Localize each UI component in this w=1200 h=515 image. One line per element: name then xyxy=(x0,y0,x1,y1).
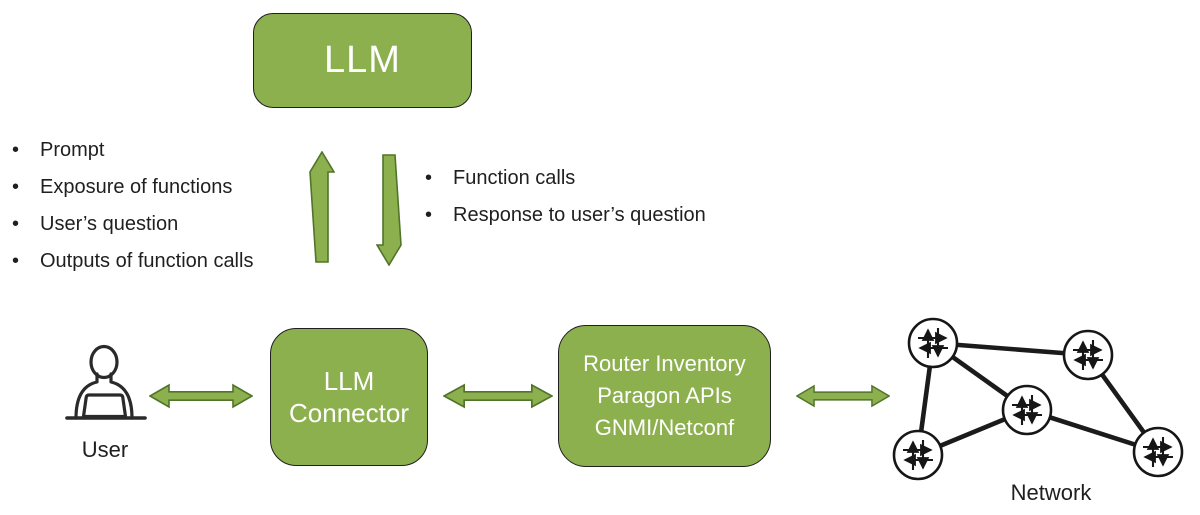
list-item: Response to user’s question xyxy=(423,204,706,227)
router-inventory-box: Router Inventory Paragon APIs GNMI/Netco… xyxy=(558,325,771,467)
router-inventory-label: Router Inventory Paragon APIs GNMI/Netco… xyxy=(583,351,746,440)
arrow-apis-network-icon xyxy=(796,384,890,408)
llm-box-label: LLM xyxy=(324,39,401,81)
router-icon xyxy=(1003,386,1051,434)
router-icon xyxy=(909,319,957,367)
llm-connector-label: LLM Connector xyxy=(289,366,409,428)
network-nodes xyxy=(894,319,1182,479)
list-item: Function calls xyxy=(423,167,706,190)
user-label: User xyxy=(81,437,129,462)
arrow-down-from-llm-icon xyxy=(376,154,402,266)
list-item: User’s question xyxy=(10,213,253,236)
router-icon xyxy=(1134,428,1182,476)
arrow-up-to-llm-icon xyxy=(309,151,335,263)
llm-inputs-list: Prompt Exposure of functions User’s ques… xyxy=(10,139,253,287)
network-label: Network xyxy=(1010,480,1092,505)
llm-outputs-list: Function calls Response to user’s questi… xyxy=(423,167,706,241)
list-item: Prompt xyxy=(10,139,253,162)
network-topology xyxy=(880,310,1200,490)
router-icon xyxy=(894,431,942,479)
llm-connector-box: LLM Connector xyxy=(270,328,428,466)
llm-box: LLM xyxy=(253,13,472,108)
list-item: Outputs of function calls xyxy=(10,250,253,273)
list-item: Exposure of functions xyxy=(10,176,253,199)
arrow-user-connector-icon xyxy=(149,383,253,409)
arrow-connector-apis-icon xyxy=(443,383,553,409)
user-at-laptop-icon xyxy=(65,344,147,420)
router-icon xyxy=(1064,331,1112,379)
